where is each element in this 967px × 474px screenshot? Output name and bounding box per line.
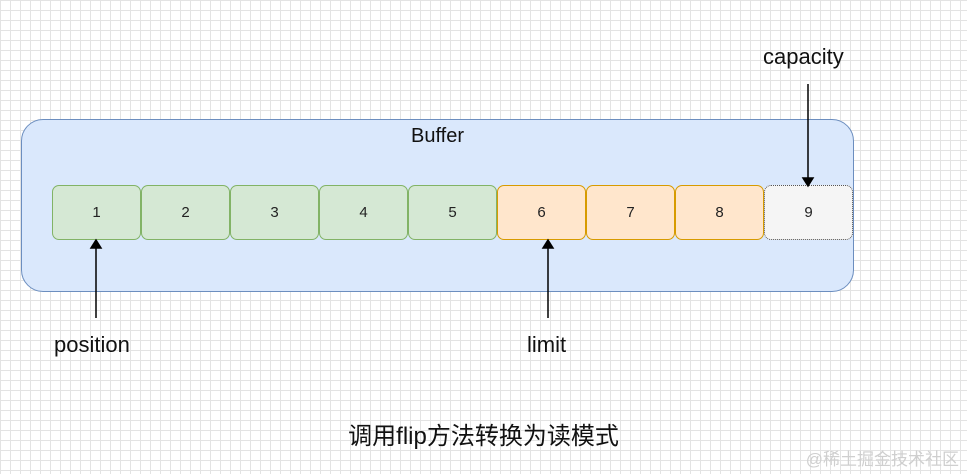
buffer-cell-5: 5 [408, 185, 497, 240]
capacity-label: capacity [763, 44, 844, 69]
buffer-title: Buffer [411, 125, 464, 147]
watermark: @稀土掘金技术社区 [805, 450, 959, 469]
position-arrowhead [89, 238, 103, 249]
buffer-cell-9: 9 [764, 185, 853, 240]
buffer-cell-8: 8 [675, 185, 764, 240]
position-label: position [54, 332, 130, 357]
buffer-cell-2: 2 [141, 185, 230, 240]
diagram-caption: 调用flip方法转换为读模式 [348, 423, 619, 450]
capacity-arrowhead [801, 177, 815, 188]
limit-arrowhead [541, 238, 555, 249]
buffer-cell-4: 4 [319, 185, 408, 240]
limit-label: limit [527, 332, 567, 357]
buffer-cell-7: 7 [586, 185, 675, 240]
buffer-cell-3: 3 [230, 185, 319, 240]
buffer-cell-6: 6 [497, 185, 586, 240]
